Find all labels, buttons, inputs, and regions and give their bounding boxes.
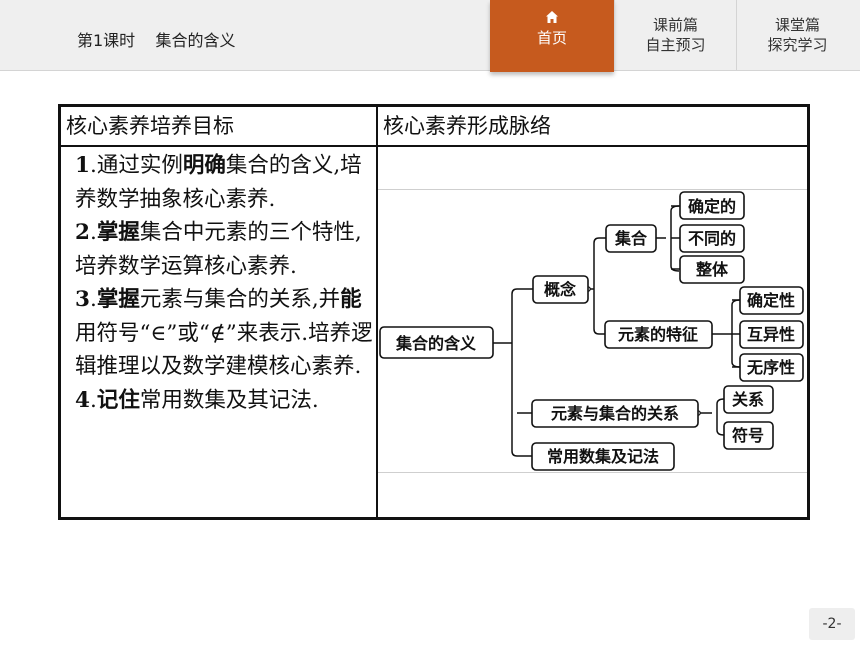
row-line-1 bbox=[378, 189, 807, 190]
nav-in-class-button[interactable]: 课堂篇 探究学习 bbox=[736, 0, 858, 70]
column-divider bbox=[376, 107, 378, 517]
lesson-title: 第1课时 集合的含义 bbox=[77, 31, 236, 50]
header-bar: 第1课时 集合的含义 首页 课前篇 自主预习 课堂篇 探究学习 bbox=[0, 0, 860, 72]
row-line-2 bbox=[378, 472, 807, 473]
home-icon bbox=[546, 11, 558, 23]
page-number: -2- bbox=[809, 608, 855, 640]
goal-item-4: 4.记住常用数集及其记法. bbox=[75, 387, 319, 413]
goals-column-header: 核心素养培养目标 bbox=[66, 114, 234, 138]
content-table: 核心素养培养目标 核心素养形成脉络 1.通过实例明确集合的含义,培养数学抽象核心… bbox=[58, 104, 810, 520]
nav-pre-class-button[interactable]: 课前篇 自主预习 bbox=[614, 0, 736, 70]
header-divider bbox=[61, 145, 807, 147]
nav-pre-class-line1: 课前篇 bbox=[652, 16, 698, 34]
goal-item-1: 1.通过实例明确集合的含义,培养数学抽象核心素养. bbox=[75, 153, 362, 212]
goal-item-2: 2.掌握集合中元素的三个特性,培养数学运算核心素养. bbox=[75, 220, 362, 279]
nav-in-class-line1: 课堂篇 bbox=[774, 16, 820, 34]
nav-pre-class-line2: 自主预习 bbox=[645, 36, 706, 54]
nav-in-class-line2: 探究学习 bbox=[767, 36, 828, 54]
nav-home-button[interactable]: 首页 bbox=[490, 0, 614, 72]
nav-home-label: 首页 bbox=[536, 29, 567, 47]
framework-column-header: 核心素养形成脉络 bbox=[383, 114, 551, 138]
goals-list: 1.通过实例明确集合的含义,培养数学抽象核心素养. 2.掌握集合中元素的三个特性… bbox=[75, 149, 373, 417]
goal-item-3: 3.掌握元素与集合的关系,并能用符号“∈”或“∉”来表示.培养逻辑推理以及数学建… bbox=[75, 287, 373, 379]
